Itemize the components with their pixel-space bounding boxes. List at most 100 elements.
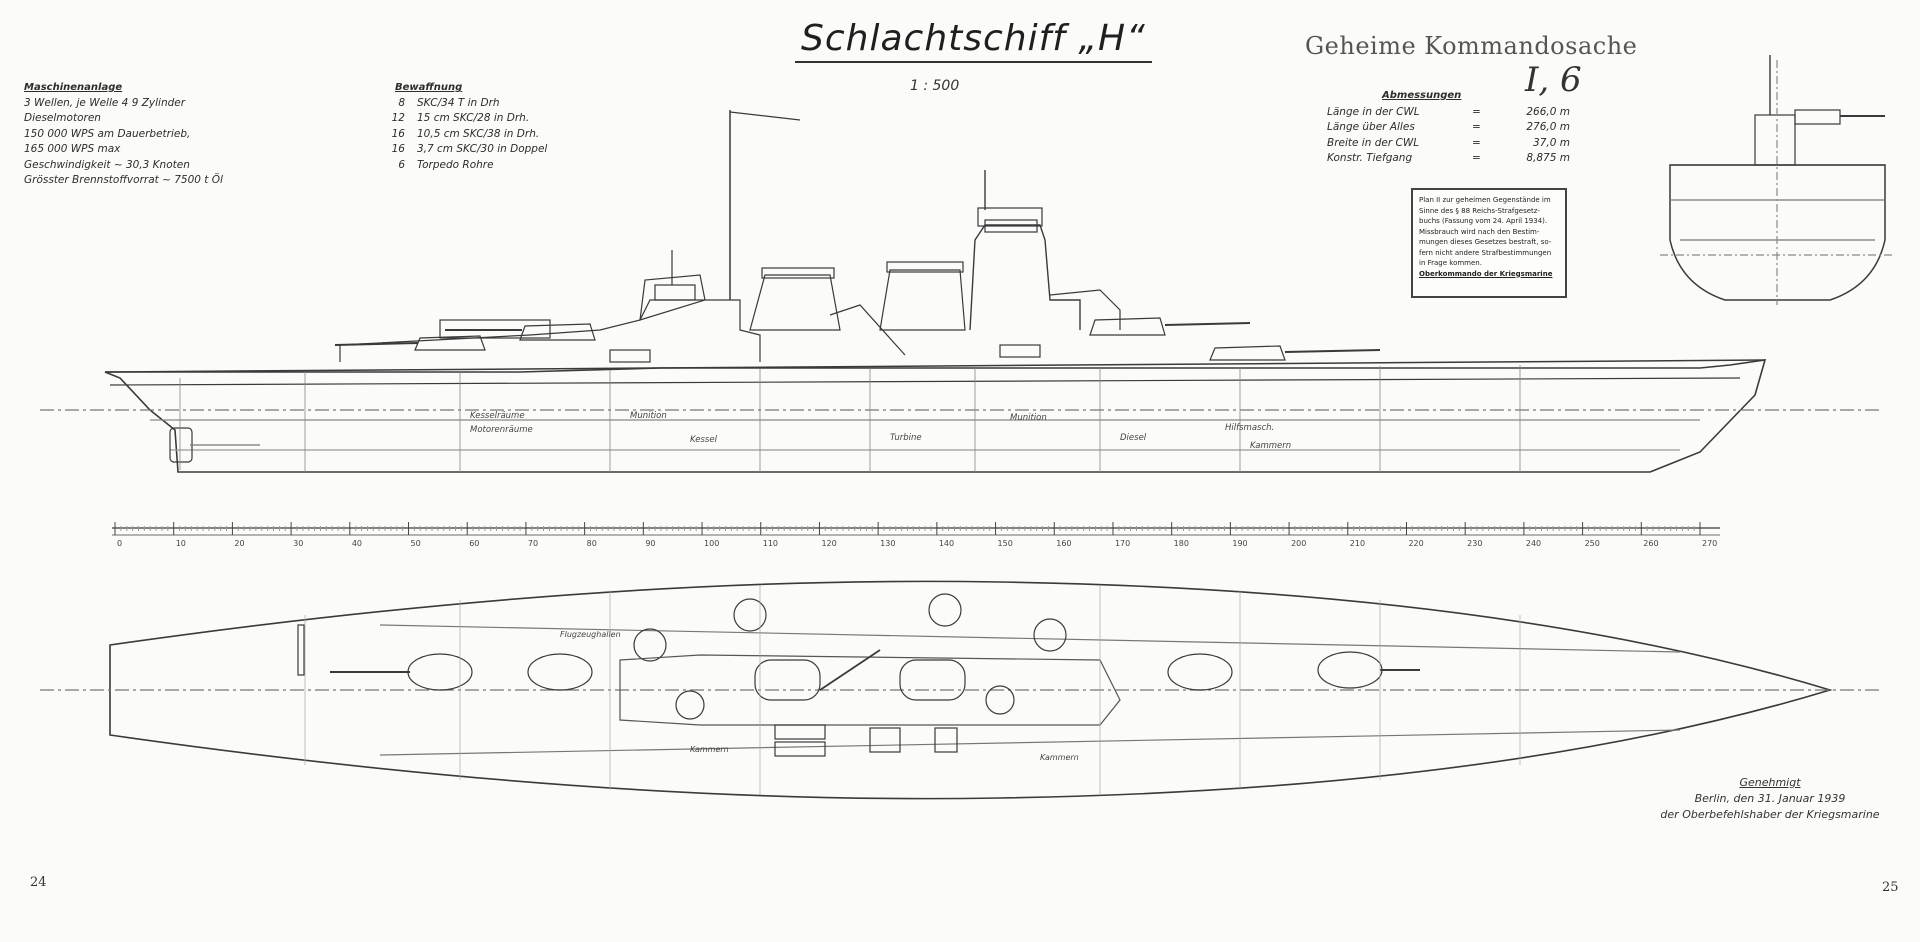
aft-funnel-plan bbox=[754, 659, 821, 701]
stamp-authority: Oberkommando der Kriegsmarine bbox=[1419, 269, 1553, 278]
profile-label: Kesselräume bbox=[470, 411, 525, 421]
plan-label: Kammern bbox=[690, 745, 729, 754]
frame-tick-label: 130 bbox=[880, 539, 895, 548]
dimension-label: Konstr. Tiefgang bbox=[1327, 152, 1413, 164]
equals-sign: = bbox=[1472, 152, 1481, 164]
armament-row: 12 15 cm SKC/28 in Drh. bbox=[375, 111, 585, 127]
secondary-turret-aft bbox=[609, 349, 651, 363]
scale-label: 1 : 500 bbox=[910, 78, 960, 94]
frame-tick-label: 80 bbox=[587, 539, 597, 548]
frame-tick-label: 200 bbox=[1291, 539, 1306, 548]
frame-tick-label: 10 bbox=[176, 539, 186, 548]
profile-label: Hilfsmasch. bbox=[1225, 423, 1274, 433]
classification-mark: Geheime Kommandosache bbox=[1305, 32, 1638, 60]
equals-sign: = bbox=[1472, 121, 1481, 133]
frame-tick-label: 100 bbox=[704, 539, 719, 548]
secondary-turret-plan bbox=[985, 685, 1015, 715]
deck-edge-port bbox=[379, 624, 1681, 653]
secondary-turret-plan bbox=[633, 628, 667, 662]
armament-count: 6 bbox=[398, 158, 405, 171]
profile-label: Kammern bbox=[1250, 441, 1291, 451]
bridge-top bbox=[977, 207, 1043, 227]
armament-desc: Torpedo Rohre bbox=[417, 158, 494, 171]
armament-desc: 15 cm SKC/28 in Drh. bbox=[417, 112, 530, 124]
equals-sign: = bbox=[1472, 136, 1481, 149]
frame-tick-label: 0 bbox=[117, 539, 122, 548]
side-profile-view bbox=[40, 110, 1880, 473]
machinery-line: 165 000 WPS max bbox=[24, 143, 121, 155]
approval-heading: Genehmigt bbox=[1739, 776, 1801, 789]
frame-tick-label: 150 bbox=[998, 539, 1013, 548]
frame-tick-label: 210 bbox=[1350, 539, 1365, 548]
aft-director bbox=[654, 284, 696, 301]
profile-label: Motorenräume bbox=[470, 425, 533, 435]
secondary-turret-plan bbox=[675, 690, 705, 720]
sheet-number: I, 6 bbox=[1525, 60, 1582, 100]
armament-count: 8 bbox=[398, 96, 405, 109]
secondary-turret-plan bbox=[733, 598, 767, 632]
dimensions-block: Abmessungen Länge in der CWL=266,0 m Län… bbox=[1327, 88, 1582, 167]
armament-desc: 3,7 cm SKC/30 in Doppel bbox=[417, 143, 548, 155]
turret-bruno-plan bbox=[1167, 653, 1233, 691]
stamp-line: mungen dieses Gesetzes bestraft, so- bbox=[1419, 238, 1552, 246]
dimension-label: Breite in der CWL bbox=[1327, 136, 1420, 149]
hull-profile-outline bbox=[104, 359, 1767, 473]
dimension-value: 8,875 m bbox=[1526, 152, 1570, 164]
dimensions-heading: Abmessungen bbox=[1382, 90, 1462, 101]
turret-dora bbox=[414, 335, 486, 351]
machinery-heading: Maschinenanlage bbox=[24, 82, 123, 93]
dimension-row: Konstr. Tiefgang = 8,875 m bbox=[1327, 151, 1582, 167]
gun-bruno bbox=[1164, 322, 1251, 326]
boat bbox=[934, 727, 958, 753]
fore-funnel-plan bbox=[899, 659, 966, 701]
frame-tick-label: 110 bbox=[763, 539, 778, 548]
profile-label: Kessel bbox=[690, 435, 718, 445]
frame-tick-label: 230 bbox=[1467, 539, 1482, 548]
armament-row: 16 3,7 cm SKC/30 in Doppel bbox=[375, 142, 585, 158]
section-superstructure bbox=[1754, 114, 1796, 166]
frame-tick-label: 160 bbox=[1056, 539, 1071, 548]
frame-tick-label: 90 bbox=[645, 539, 655, 548]
frame-tick-label: 270 bbox=[1702, 539, 1717, 548]
machinery-line: 3 Wellen, je Welle 4 9 Zylinder bbox=[24, 96, 186, 109]
forward-tower bbox=[969, 224, 1081, 331]
main-deck-line bbox=[109, 377, 1741, 386]
deck-edge-starboard bbox=[379, 729, 1681, 756]
dimension-value: 37,0 m bbox=[1533, 136, 1570, 149]
profile-label: Munition bbox=[1010, 413, 1047, 423]
dimension-row: Länge über Alles=276,0 m bbox=[1327, 120, 1582, 136]
rudder-shape bbox=[169, 427, 193, 463]
bridge-wing bbox=[1049, 289, 1121, 330]
stamp-line: buchs (Fassung vom 24. April 1934). bbox=[1419, 217, 1548, 225]
boat bbox=[774, 741, 826, 757]
frame-tick-label: 20 bbox=[234, 539, 244, 548]
armament-count: 16 bbox=[391, 127, 405, 140]
frame-tick-label: 220 bbox=[1408, 539, 1423, 548]
machinery-line: 150 000 WPS am Dauerbetrieb, bbox=[24, 127, 191, 140]
stamp-line: Missbrauch wird nach den Bestim- bbox=[1419, 227, 1540, 236]
frame-tick-label: 240 bbox=[1526, 539, 1541, 548]
frame-tick-label: 260 bbox=[1643, 539, 1658, 548]
approval-block: Genehmigt Berlin, den 31. Januar 1939 de… bbox=[1635, 775, 1905, 823]
hull-plan-outline bbox=[109, 580, 1833, 800]
armament-count: 16 bbox=[391, 143, 405, 155]
machinery-block: Maschinenanlage 3 Wellen, je Welle 4 9 Z… bbox=[24, 80, 284, 189]
frame-tick-label: 30 bbox=[293, 539, 303, 548]
profile-label: Munition bbox=[630, 411, 667, 421]
page-number-left: 24 bbox=[30, 875, 47, 890]
approval-signatory: der Oberbefehlshaber der Kriegsmarine bbox=[1660, 808, 1880, 821]
machinery-line: Geschwindigkeit ~ 30,3 Knoten bbox=[24, 158, 190, 171]
crane-plan bbox=[819, 649, 881, 691]
stamp-line: in Frage kommen. bbox=[1419, 259, 1482, 267]
dimension-value: 276,0 m bbox=[1526, 121, 1570, 133]
armament-count: 12 bbox=[391, 112, 405, 124]
stamp-line: fern nicht andere Strafbestimmungen bbox=[1419, 248, 1552, 257]
section-hull bbox=[1669, 164, 1886, 301]
frame-tick-label: 60 bbox=[469, 539, 479, 548]
machinery-line: Dieselmotoren bbox=[24, 112, 101, 124]
profile-label: Diesel bbox=[1120, 433, 1147, 443]
